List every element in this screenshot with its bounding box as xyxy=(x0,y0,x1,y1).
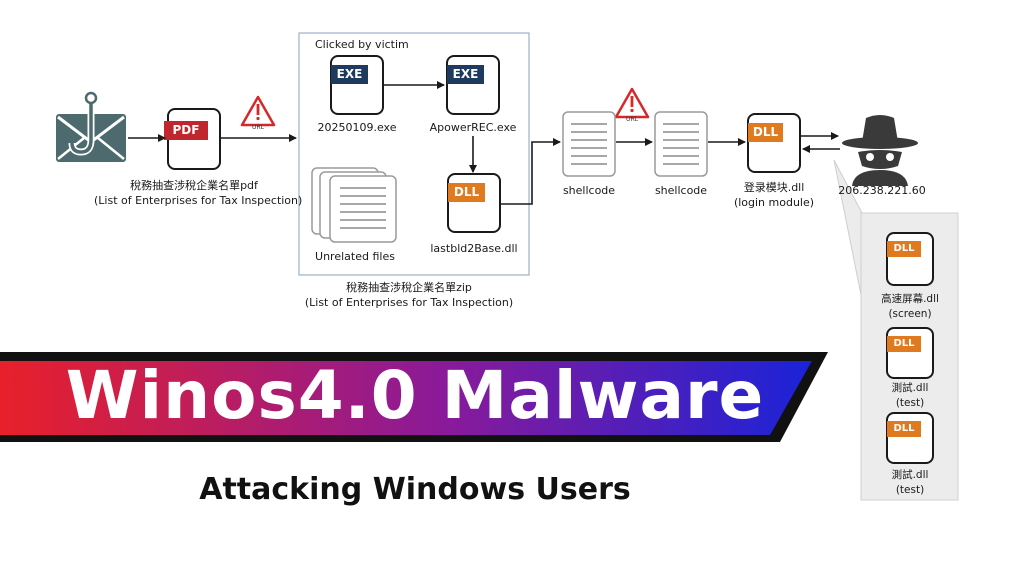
exe1-badge-text: EXE xyxy=(336,67,363,81)
plugin3-label-line2: (test) xyxy=(895,484,925,496)
plugin1-label-line2: (screen) xyxy=(888,308,932,320)
url-warning-text: URL xyxy=(252,124,264,131)
zip-label-line1: 稅務抽查涉稅企業名單zip xyxy=(346,281,472,294)
zip-group-header: Clicked by victim xyxy=(315,38,409,51)
dll-lastbld-badge-text: DLL xyxy=(453,185,480,199)
plugin1-badge-text: DLL xyxy=(893,243,915,254)
pdf-badge-text: PDF xyxy=(172,123,200,137)
dll-file-icon-plugin-2 xyxy=(886,327,934,379)
unrelated-files-label: Unrelated files xyxy=(315,250,395,263)
phishing-email-icon xyxy=(56,91,126,162)
dll-file-icon-plugin-1 xyxy=(886,232,934,286)
zip-label-line2: (List of Enterprises for Tax Inspection) xyxy=(304,296,514,309)
login-dll-label-line1: 登录模块.dll xyxy=(743,181,805,194)
unrelated-files-stack-icon xyxy=(311,167,397,243)
url-warning-icon xyxy=(240,95,276,127)
url-warning-text-2: URL xyxy=(626,116,638,123)
dll-file-icon-plugin-3 xyxy=(886,412,934,464)
dll-file-icon-lastbld xyxy=(447,173,501,233)
login-dll-label-line2: (login module) xyxy=(733,196,815,209)
arrow-dll-to-shellcode xyxy=(501,138,561,205)
shellcode1-label: shellcode xyxy=(562,184,616,197)
title-banner xyxy=(0,352,828,442)
dll-lastbld-label: lastbld2Base.dll xyxy=(430,242,518,255)
attacker-ip-label: 206.238.221.60 xyxy=(838,184,926,197)
pdf-label-line2: (List of Enterprises for Tax Inspection) xyxy=(94,194,303,207)
shellcode-icon-2 xyxy=(654,111,708,177)
plugin2-label-line2: (test) xyxy=(895,397,925,409)
plugin3-badge-text: DLL xyxy=(893,423,915,434)
banner-subtitle: Attacking Windows Users xyxy=(199,472,631,507)
plugin1-label-line1: 高速屏幕.dll xyxy=(881,293,939,305)
pdf-file-icon xyxy=(164,108,221,170)
zip-group-frame xyxy=(298,32,530,276)
exe2-badge-text: EXE xyxy=(452,67,479,81)
shellcode2-label: shellcode xyxy=(654,184,708,197)
url-warning-icon-2 xyxy=(614,87,650,119)
plugin2-label-line1: 測試.dll xyxy=(891,382,929,394)
exe2-label: ApowerREC.exe xyxy=(429,121,517,134)
pdf-label-line1: 稅務抽查涉稅企業名單pdf xyxy=(130,179,258,192)
shellcode-icon-1 xyxy=(562,111,616,177)
login-dll-badge-text: DLL xyxy=(752,125,779,139)
exe1-label: 20250109.exe xyxy=(317,121,397,134)
exe-file-icon-2 xyxy=(446,55,500,115)
plugin3-label-line1: 測試.dll xyxy=(891,469,929,481)
dll-file-icon-login xyxy=(747,113,801,173)
exe-file-icon-1 xyxy=(330,55,384,115)
plugin2-badge-text: DLL xyxy=(893,338,915,349)
banner-title: Winos4.0 Malware xyxy=(65,357,765,434)
attacker-spy-icon xyxy=(842,115,918,186)
